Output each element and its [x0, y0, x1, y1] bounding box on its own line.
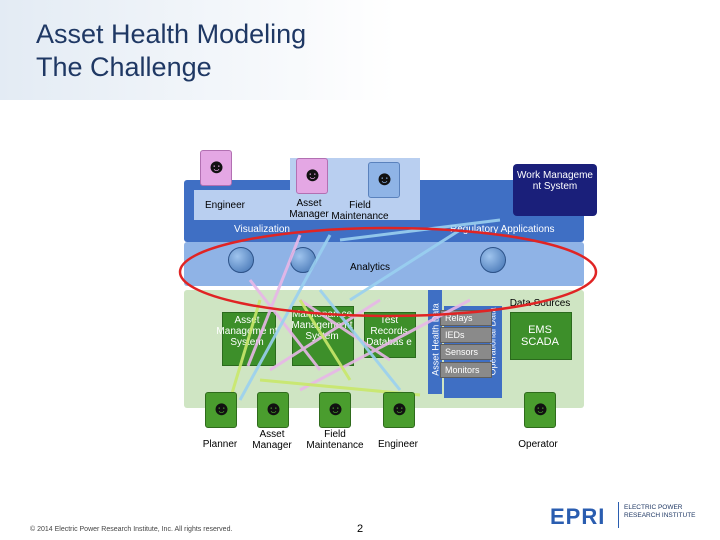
slide-title: Asset Health Modeling The Challenge [36, 18, 306, 84]
asset-manager-bottom-person-icon: ☻ [257, 392, 289, 428]
data-flow-arrows [246, 234, 471, 392]
ems-scada-label: EMS SCADA [521, 324, 559, 348]
epri-logo: EPRI ELECTRIC POWER RESEARCH INSTITUTE [550, 500, 710, 532]
page-number: 2 [356, 523, 364, 535]
title-line-1: Asset Health Modeling [36, 19, 307, 49]
asset-manager-bottom-label: Asset Manager [252, 429, 292, 451]
operator-label: Operator [518, 439, 558, 450]
field-maintenance-bottom-label: Field Maintenance [306, 429, 364, 451]
field-maintenance-bottom-person-icon: ☻ [319, 392, 351, 428]
planner-person-icon: ☻ [205, 392, 237, 428]
title-banner [0, 0, 720, 100]
epri-logo-mark: EPRI [550, 504, 606, 529]
visualization-label: Visualization [234, 224, 290, 235]
engineer-bottom-label: Engineer [377, 439, 419, 450]
challenge-ellipse [178, 226, 598, 318]
field-maintenance-label: Field Maintenance [331, 200, 389, 222]
regulatory-label: Regulatory Applications [450, 224, 555, 235]
field-maintenance-person-icon: ☻ [368, 162, 400, 198]
copyright-text: © 2014 Electric Power Research Institute… [30, 526, 233, 533]
work-management-label: Work Manageme nt System [517, 170, 593, 192]
globe-icon [228, 247, 254, 273]
asset-manager-person-icon: ☻ [296, 158, 328, 194]
work-management-box [513, 164, 597, 216]
planner-label: Planner [202, 439, 238, 450]
engineer-bottom-person-icon: ☻ [383, 392, 415, 428]
analytics-label: Analytics [349, 262, 390, 273]
stack-item-ieds: IEDs [440, 327, 492, 343]
data-sources-label: Data Sources [509, 298, 571, 309]
stack-item-sensors: Sensors [440, 344, 492, 360]
ems-scada-box [510, 312, 572, 360]
epri-logo-name: ELECTRIC POWER RESEARCH INSTITUTE [624, 504, 696, 519]
stack-item-monitors: Monitors [440, 362, 492, 378]
engineer-label: Engineer [204, 200, 246, 211]
asset-manager-label: Asset Manager [289, 198, 329, 220]
title-line-2: The Challenge [36, 52, 212, 82]
globe-icon [480, 247, 506, 273]
engineer-person-icon: ☻ [200, 150, 232, 186]
operator-person-icon: ☻ [524, 392, 556, 428]
